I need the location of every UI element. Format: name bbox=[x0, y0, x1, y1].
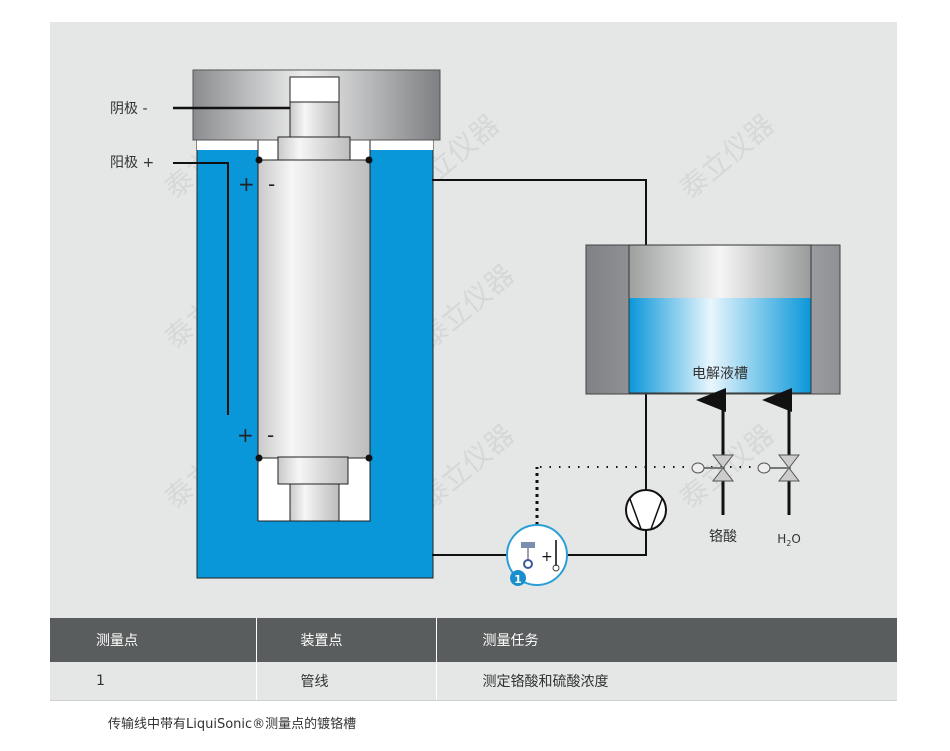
plating-bath: + - + - bbox=[173, 69, 441, 579]
svg-text:+: + bbox=[237, 423, 254, 447]
measurement-table: 测量点 装置点 测量任务 1 管线 测定铬酸和硫酸浓度 bbox=[50, 618, 897, 701]
water-feed bbox=[757, 388, 801, 515]
header-measuring-point: 测量点 bbox=[50, 618, 257, 662]
svg-text:-: - bbox=[267, 423, 274, 447]
cell-measuring-task: 测定铬酸和硫酸浓度 bbox=[436, 662, 897, 701]
water-label: H2O bbox=[777, 532, 801, 548]
header-installation-point: 装置点 bbox=[256, 618, 437, 662]
svg-text:1: 1 bbox=[514, 573, 522, 586]
figure-caption: 传输线中带有LiquiSonic®测量点的镀铬槽 bbox=[108, 717, 357, 732]
electrolyte-tank: 电解液槽 bbox=[585, 244, 841, 395]
anode-label: 阳极 + bbox=[110, 155, 154, 171]
electrode-stem-top bbox=[289, 76, 340, 103]
svg-text:-: - bbox=[268, 172, 275, 196]
liquisonic-sensor-icon: + 1 bbox=[506, 524, 568, 586]
cell-measuring-point: 1 bbox=[50, 662, 257, 701]
chromic-acid-feed bbox=[691, 388, 735, 515]
table-header-row: 测量点 装置点 测量任务 bbox=[50, 618, 897, 662]
svg-text:+: + bbox=[238, 172, 255, 196]
svg-text:+: + bbox=[541, 549, 553, 565]
measuring-point-badge bbox=[510, 570, 526, 586]
table-row: 1 管线 测定铬酸和硫酸浓度 bbox=[50, 662, 897, 701]
cell-installation-point: 管线 bbox=[256, 662, 437, 701]
pump-icon bbox=[625, 489, 667, 531]
chromic-acid-label: 铬酸 bbox=[709, 529, 737, 545]
pipe-line bbox=[432, 179, 647, 556]
cathode-cylinder bbox=[257, 159, 371, 459]
header-measuring-task: 测量任务 bbox=[436, 618, 897, 662]
anode-wire bbox=[173, 162, 229, 415]
cathode-label: 阴极 - bbox=[110, 101, 148, 117]
electrolyte-tank-label: 电解液槽 bbox=[692, 366, 748, 382]
